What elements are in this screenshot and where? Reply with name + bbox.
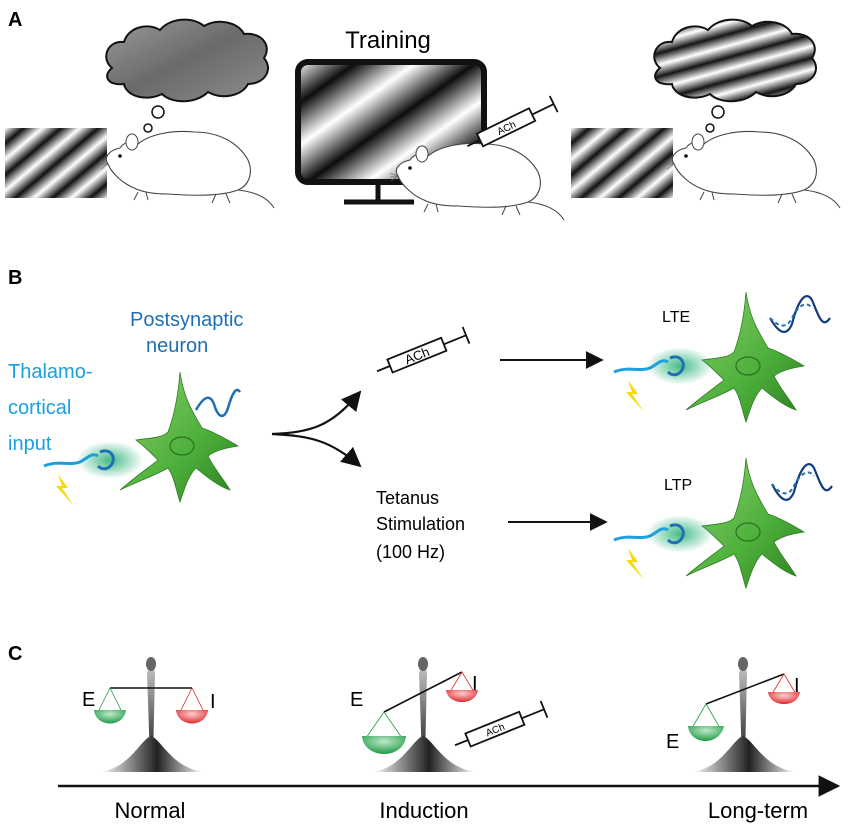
input-label-line3: input (8, 433, 52, 455)
training-title: Training (345, 27, 431, 54)
postsynaptic-neuron (119, 371, 239, 503)
thought-bubble (143, 123, 153, 133)
ltp-label: LTP (664, 477, 692, 494)
syringe-panel-b: ACh (372, 326, 471, 381)
ltp-trace-baseline (771, 471, 815, 495)
panel-a-right-scene (571, 18, 841, 209)
tetanus-line3: (100 Hz) (376, 542, 445, 562)
panel-a-left-scene (5, 18, 275, 209)
thought-bubble (711, 105, 725, 119)
panel-b-left-diagram: Postsynaptic neuron Thalamo- cortical in… (8, 309, 243, 508)
input-label-line2: cortical (8, 397, 71, 419)
arrow-to-ach (271, 390, 362, 436)
mouse-left (99, 130, 275, 209)
ltp-result: LTP (612, 457, 833, 589)
input-label-line1: Thalamo- (8, 361, 92, 383)
balance-beam (383, 671, 463, 713)
lte-trace-baseline (769, 303, 813, 327)
neuron-label-line2: neuron (146, 335, 208, 357)
panel-a-letter: A (8, 9, 22, 31)
syringe-panel-c: ACh (450, 700, 549, 755)
thalamocortical-synapse (42, 440, 144, 508)
e-label-long-term: E (666, 731, 679, 753)
syringe-b-label: ACh (403, 344, 432, 367)
i-label-normal: I (210, 691, 216, 713)
ltp-trace-potentiated (771, 463, 833, 501)
lte-result: LTE (612, 291, 831, 423)
inhibitory-pan (176, 710, 208, 724)
e-label-normal: E (82, 689, 95, 711)
inhibitory-pan (768, 692, 800, 704)
balance-long-term: E I (666, 657, 800, 772)
grating-stimulus-left (5, 128, 107, 198)
balance-beam (705, 673, 785, 705)
branching-arrows (271, 390, 362, 468)
balance-base (692, 736, 796, 772)
excitatory-pan-heavy (362, 736, 406, 754)
thought-bubble (705, 123, 715, 133)
tetanus-line2: Stimulation (376, 514, 465, 534)
thought-bubble (151, 105, 165, 119)
baseline-trace (194, 388, 242, 417)
i-label-long-term: I (794, 675, 800, 697)
balance-finial (738, 657, 748, 671)
timeline-induction: Induction (379, 798, 468, 823)
balance-normal: E I (82, 657, 216, 772)
balance-finial (418, 657, 428, 671)
panel-b-letter: B (8, 267, 22, 289)
e-label-induction: E (350, 689, 363, 711)
balance-base (100, 736, 204, 772)
i-label-induction: I (472, 673, 478, 695)
timeline-long-term: Long-term (708, 798, 808, 823)
arrow-to-tetanus (271, 432, 362, 468)
timeline-normal: Normal (115, 798, 186, 823)
balance-induction: E I ACh (350, 657, 549, 772)
tetanus-line1: Tetanus (376, 488, 439, 508)
panel-c-letter: C (8, 643, 22, 665)
balance-finial (146, 657, 156, 671)
grating-stimulus-right (571, 128, 673, 198)
lte-trace-potentiated (769, 295, 831, 334)
mouse-right (665, 130, 841, 209)
excitatory-pan (688, 726, 724, 741)
lte-label: LTE (662, 309, 690, 326)
thought-cloud-grating (653, 18, 817, 103)
mouse-training (389, 142, 565, 221)
excitatory-pan (94, 710, 126, 724)
panel-a-training-scene: Training ACh (295, 27, 565, 221)
balance-base (372, 736, 476, 772)
inhibitory-pan (446, 690, 478, 702)
thought-cloud-noise (105, 18, 269, 103)
neuron-label-line1: Postsynaptic (130, 309, 243, 331)
